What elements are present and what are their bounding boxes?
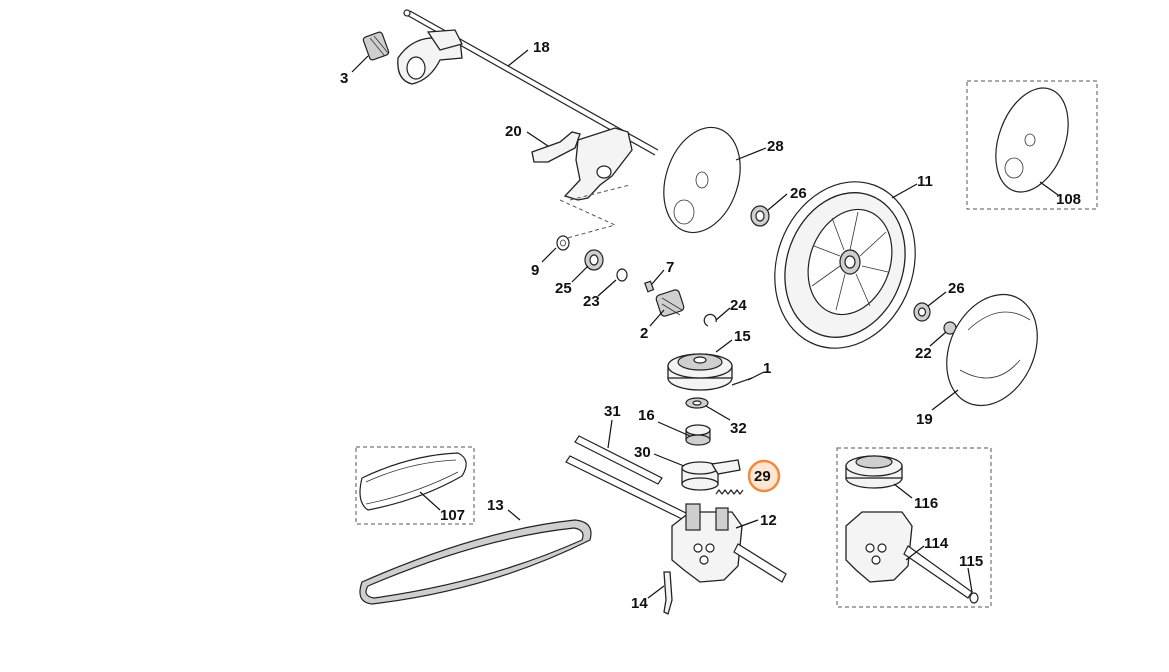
label-7[interactable]: 7 [666,259,674,276]
spring-29[interactable] [715,489,744,495]
bearing-26-upper[interactable] [750,205,770,227]
tensioner-30[interactable] [681,459,741,491]
label-25[interactable]: 25 [555,280,572,297]
gearbox-box-variant[interactable] [836,447,992,608]
bearing-25[interactable] [584,249,604,271]
highlight-circle[interactable] [747,459,781,493]
label-3[interactable]: 3 [340,70,348,87]
gearbox-12[interactable] [671,503,787,583]
label-19[interactable]: 19 [916,411,933,428]
belt-box-107[interactable] [355,446,475,525]
label-116[interactable]: 116 [914,495,938,512]
washer-9[interactable] [556,235,570,251]
gearbox-114[interactable] [845,511,973,599]
drive-pinion-2[interactable] [655,289,685,317]
label-13[interactable]: 13 [487,497,504,514]
shafts-31[interactable] [565,435,689,521]
label-28[interactable]: 28 [767,138,784,155]
pulley-116[interactable] [845,455,903,489]
label-30[interactable]: 30 [634,444,651,461]
label-22[interactable]: 22 [915,345,932,362]
hubcap-28[interactable] [651,118,753,243]
clip-115[interactable] [969,592,979,604]
label-12[interactable]: 12 [760,512,777,529]
leader-lines [351,49,1059,599]
label-115[interactable]: 115 [959,553,983,570]
label-2[interactable]: 2 [640,325,648,342]
label-29[interactable]: 29 [754,468,771,485]
part-labels: 3 18 20 28 26 11 108 9 25 23 7 24 2 15 1… [340,39,1081,612]
label-32[interactable]: 32 [730,420,747,437]
washer-32[interactable] [685,397,709,409]
pulley-15[interactable] [667,353,733,391]
label-26-lower[interactable]: 26 [948,280,965,297]
label-11[interactable]: 11 [917,173,933,190]
ring-23[interactable] [616,268,628,282]
label-26-upper[interactable]: 26 [790,185,807,202]
lever-bracket-20[interactable] [531,127,633,241]
cable-fitting-14[interactable] [663,571,673,615]
label-18[interactable]: 18 [533,39,550,56]
key-7[interactable] [644,280,655,293]
circlip-24[interactable] [703,313,717,327]
label-20[interactable]: 20 [505,123,522,140]
label-24[interactable]: 24 [730,297,747,314]
label-9[interactable]: 9 [531,262,539,279]
label-1[interactable]: 1 [763,360,771,377]
hubcap-cover-19[interactable] [929,280,1054,421]
bearing-16[interactable] [685,424,711,446]
label-14[interactable]: 14 [631,595,648,612]
label-114[interactable]: 114 [924,535,949,552]
belt-13[interactable] [359,519,592,605]
label-31[interactable]: 31 [604,403,621,420]
label-107[interactable]: 107 [440,507,465,524]
label-23[interactable]: 23 [583,293,600,310]
pinion-gear-3[interactable] [362,31,390,61]
wheel-11[interactable] [752,162,938,368]
label-16[interactable]: 16 [638,407,655,424]
axle-bearing-housing[interactable] [397,29,463,85]
bearing-26-lower[interactable] [913,302,931,322]
label-108[interactable]: 108 [1056,191,1081,208]
label-15[interactable]: 15 [734,328,751,345]
hubcap-box-108[interactable] [966,78,1098,210]
